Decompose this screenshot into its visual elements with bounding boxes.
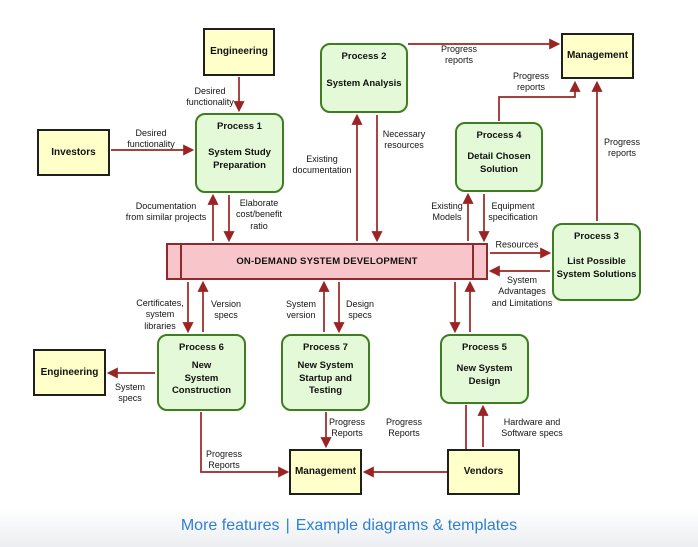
- flow-label-system-advantages: System Advantages and Limitations: [491, 275, 553, 308]
- more-features-link[interactable]: More features: [180, 517, 280, 534]
- entity-management-top-label: Management: [566, 50, 629, 62]
- process-6-name: New System Construction: [171, 360, 232, 397]
- process-4-title: Process 4: [476, 130, 522, 141]
- arrow-p6-to-management-bottom: [200, 412, 290, 478]
- flow-label-existing-models: Existing Models: [431, 200, 463, 222]
- flow-label-desired-functionality-left: Desired functionality: [127, 127, 175, 149]
- flow-label-documentation-similar: Documentation from similar projects: [125, 200, 207, 222]
- flow-label-progress-reports-p6: Progress Reports: [205, 448, 243, 470]
- process-4-name: Detail Chosen Solution: [467, 151, 531, 175]
- flow-label-progress-reports-p7: Progress Reports: [328, 416, 366, 438]
- flow-label-system-version: System version: [285, 298, 317, 320]
- footer-divider: |: [285, 517, 290, 534]
- flow-label-progress-reports-p3: Progress reports: [603, 136, 641, 158]
- datastore-label: ON-DEMAND SYSTEM DEVELOPMENT: [236, 256, 418, 267]
- process-3-title: Process 3: [574, 231, 619, 242]
- process-5-title: Process 5: [462, 342, 507, 353]
- datastore-right-bar: [472, 245, 474, 278]
- process-2-title: Process 2: [341, 51, 387, 62]
- arrow-p4-to-management-top: [498, 80, 581, 121]
- process-7: Process 7 New System Startup and Testing: [281, 334, 370, 411]
- entity-management-bottom: Management: [289, 449, 362, 495]
- flow-label-existing-documentation: Existing documentation: [292, 153, 352, 175]
- process-6: Process 6 New System Construction: [157, 334, 246, 411]
- entity-engineering-top: Engineering: [203, 28, 275, 76]
- process-1-title: Process 1: [217, 121, 262, 132]
- process-7-title: Process 7: [303, 342, 348, 353]
- entity-engineering-left-label: Engineering: [40, 366, 99, 378]
- flow-label-necessary-resources: Necessary resources: [382, 128, 426, 150]
- flow-label-elaborate-cost: Elaborate cost/benefit ratio: [235, 198, 283, 231]
- process-5: Process 5 New System Design: [440, 334, 529, 404]
- flow-label-progress-reports-p2: Progress reports: [440, 43, 478, 65]
- footer-links: More features | Example diagrams & templat…: [0, 517, 698, 535]
- entity-investors: Investors: [37, 129, 110, 176]
- process-7-name: New System Startup and Testing: [297, 360, 354, 397]
- process-2-name: System Analysis: [326, 78, 402, 90]
- flow-label-desired-functionality-top: Desired functionality: [186, 85, 234, 107]
- entity-investors-label: Investors: [51, 146, 96, 158]
- process-3: Process 3 List Possible System Solutions: [552, 223, 641, 301]
- entity-vendors-label: Vendors: [463, 466, 504, 478]
- example-templates-link[interactable]: Example diagrams & templates: [295, 517, 518, 534]
- entity-engineering-top-label: Engineering: [210, 46, 268, 58]
- datastore-left-bar: [180, 245, 182, 278]
- flow-label-certificates: Certificates, system libraries: [136, 298, 184, 331]
- process-4: Process 4 Detail Chosen Solution: [455, 122, 543, 192]
- flow-label-system-specs: System specs: [114, 381, 146, 403]
- flow-label-resources: Resources: [495, 239, 539, 250]
- process-1: Process 1 System Study Preparation: [195, 113, 284, 193]
- flow-label-design-specs: Design specs: [345, 298, 375, 320]
- flow-label-hardware-software: Hardware and Software specs: [501, 416, 563, 438]
- entity-engineering-left: Engineering: [33, 349, 106, 396]
- flow-label-equipment-specification: Equipment specification: [488, 200, 538, 222]
- process-2: Process 2 System Analysis: [320, 43, 408, 113]
- process-5-name: New System Design: [456, 363, 513, 387]
- flow-label-progress-reports-p5: Progress Reports: [385, 416, 423, 438]
- entity-vendors: Vendors: [447, 449, 520, 495]
- flow-label-progress-reports-p4: Progress reports: [512, 70, 550, 92]
- datastore-on-demand-system-development: ON-DEMAND SYSTEM DEVELOPMENT: [166, 243, 488, 280]
- process-1-name: System Study Preparation: [208, 147, 271, 171]
- entity-management-top: Management: [561, 33, 634, 79]
- entity-management-bottom-label: Management: [294, 466, 357, 478]
- process-6-title: Process 6: [179, 342, 224, 353]
- process-3-name: List Possible System Solutions: [556, 256, 637, 280]
- flow-label-version-specs: Version specs: [210, 298, 242, 320]
